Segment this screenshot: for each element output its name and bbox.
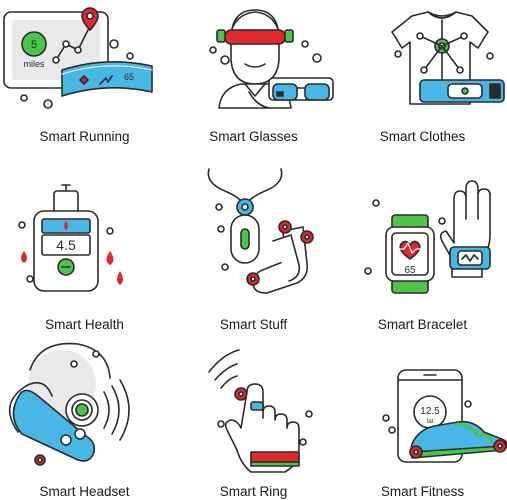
tile-smart-ring: Smart Ring (169, 334, 338, 500)
tile-label: Smart Bracelet (377, 317, 468, 332)
tile-smart-headset: Smart Headset (0, 334, 169, 500)
glucose-meter-icon: 4.5 (18, 184, 123, 292)
fitness-unit: fat (427, 419, 434, 425)
tile-smart-glasses: Smart Glasses (169, 0, 338, 166)
bluetooth-headset-icon (8, 342, 130, 466)
tile-label: Smart Ring (219, 484, 288, 499)
running-distance-value: 5 (31, 39, 37, 51)
pendant-socks-icon (207, 168, 314, 294)
tile-label: Smart Stuff (219, 317, 288, 332)
tile-smart-clothes: Smart Clothes (338, 0, 507, 166)
tile-label: Smart Fitness (380, 484, 465, 499)
running-distance-unit: miles (23, 59, 45, 69)
fitness-phone-shoe-icon: 12.5 fat (382, 369, 507, 463)
tile-smart-bracelet: 65 Smart Bracelet (338, 167, 507, 333)
health-reading: 4.5 (56, 237, 76, 253)
tile-label: Smart Glasses (209, 129, 298, 144)
tile-label: Smart Headset (39, 484, 130, 499)
smart-shirt-icon (391, 11, 505, 105)
bracelet-reading: 65 (404, 265, 416, 276)
fitness-reading: 12.5 (420, 406, 440, 417)
tile-label: Smart Clothes (379, 129, 466, 144)
tile-smart-fitness: 12.5 fat Smart Fitness (338, 334, 507, 500)
tile-label: Smart Health (45, 317, 124, 332)
smart-watch-icon: 65 (364, 180, 491, 294)
smart-glasses-icon (209, 9, 334, 109)
smart-ring-hand-icon (208, 349, 313, 473)
tile-smart-health: 4.5 Smart Health (0, 167, 169, 333)
tile-smart-stuff: Smart Stuff (169, 167, 338, 333)
tile-label: Smart Running (39, 129, 130, 144)
running-readout: 65 (124, 72, 134, 82)
tile-smart-running: 5 miles 65 Smart Running (0, 0, 169, 166)
running-tracker-icon: 5 miles 65 (3, 7, 153, 109)
